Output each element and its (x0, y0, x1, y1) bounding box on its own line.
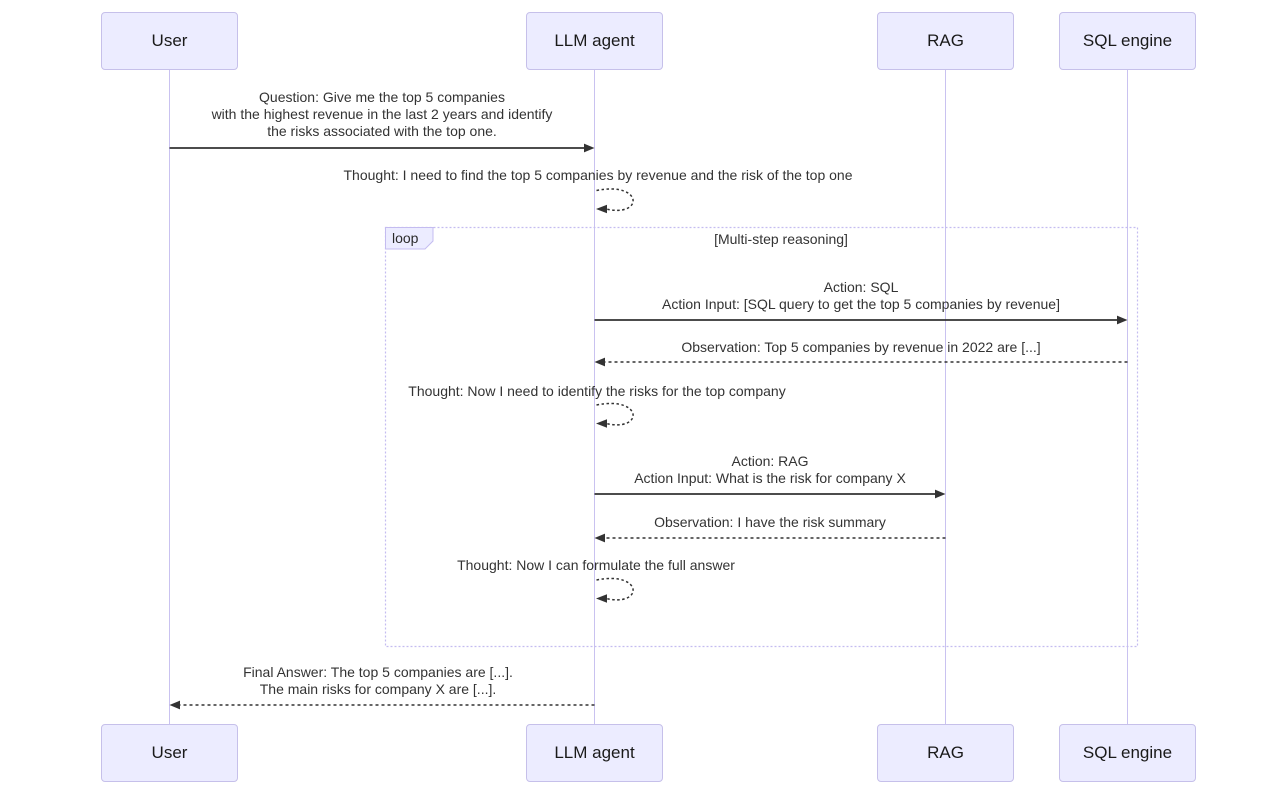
message-line: Action: RAG (731, 453, 809, 469)
actor-label: RAG (927, 743, 964, 762)
actor-bottom-user: User (101, 724, 238, 782)
actor-label: SQL engine (1082, 31, 1173, 50)
message-thought-2: Thought: Now I need to identify the risk… (408, 383, 786, 399)
message-line: Question: Give me the top 5 companies (259, 89, 505, 105)
arrow-observation-rag (594, 533, 946, 543)
actor-bottom-sql-engine: SQL engine (1059, 724, 1196, 782)
message-observation-sql: Observation: Top 5 companies by revenue … (681, 339, 1041, 355)
self-loop-thought-2 (596, 402, 634, 428)
actor-label: User (151, 31, 188, 50)
arrow-question (169, 143, 595, 153)
message-action-sql: Action: SQL Action Input: [SQL query to … (662, 279, 1060, 313)
actor-bottom-llm-agent: LLM agent (526, 724, 663, 782)
loop-frame (384, 226, 1139, 648)
message-line: with the highest revenue in the last 2 y… (211, 106, 553, 122)
actor-label: LLM agent (554, 31, 635, 50)
actor-label: SQL engine (1082, 743, 1173, 762)
message-observation-rag: Observation: I have the risk summary (654, 514, 886, 530)
message-line: Final Answer: The top 5 companies are [.… (243, 664, 513, 680)
message-thought-1: Thought: I need to find the top 5 compan… (343, 167, 853, 183)
loop-title: [Multi-step reasoning] (714, 231, 848, 247)
actor-top-rag: RAG (877, 12, 1014, 70)
actor-bottom-rag: RAG (877, 724, 1014, 782)
self-loop-thought-3 (596, 577, 634, 603)
self-loop-thought-1 (596, 188, 634, 214)
message-final-answer: Final Answer: The top 5 companies are [.… (243, 664, 513, 698)
loop-frame-border (384, 226, 1139, 648)
actor-top-llm-agent: LLM agent (526, 12, 663, 70)
actor-label: LLM agent (554, 743, 635, 762)
message-arrows (169, 143, 1128, 710)
arrow-action-rag (594, 489, 946, 499)
message-line: Action Input: [SQL query to get the top … (662, 296, 1060, 312)
message-question: Question: Give me the top 5 companies wi… (212, 89, 553, 140)
arrow-action-sql (594, 315, 1128, 325)
message-action-rag: Action: RAG Action Input: What is the ri… (634, 453, 906, 487)
actor-label: RAG (927, 31, 964, 50)
message-line: The main risks for company X are [...]. (259, 681, 497, 697)
arrow-final-answer (169, 700, 595, 710)
message-line: Action Input: What is the risk for compa… (634, 470, 906, 486)
loop-label-box (385, 227, 434, 250)
actor-top-sql-engine: SQL engine (1059, 12, 1196, 70)
arrow-observation-sql (594, 357, 1128, 367)
lifelines (169, 70, 1128, 724)
actor-top-user: User (101, 12, 238, 70)
loop-label: loop (392, 230, 419, 246)
message-thought-3: Thought: Now I can formulate the full an… (457, 557, 735, 573)
message-line: the risks associated with the top one. (267, 123, 497, 139)
actor-label: User (151, 743, 188, 762)
message-line: Action: SQL (823, 279, 899, 295)
